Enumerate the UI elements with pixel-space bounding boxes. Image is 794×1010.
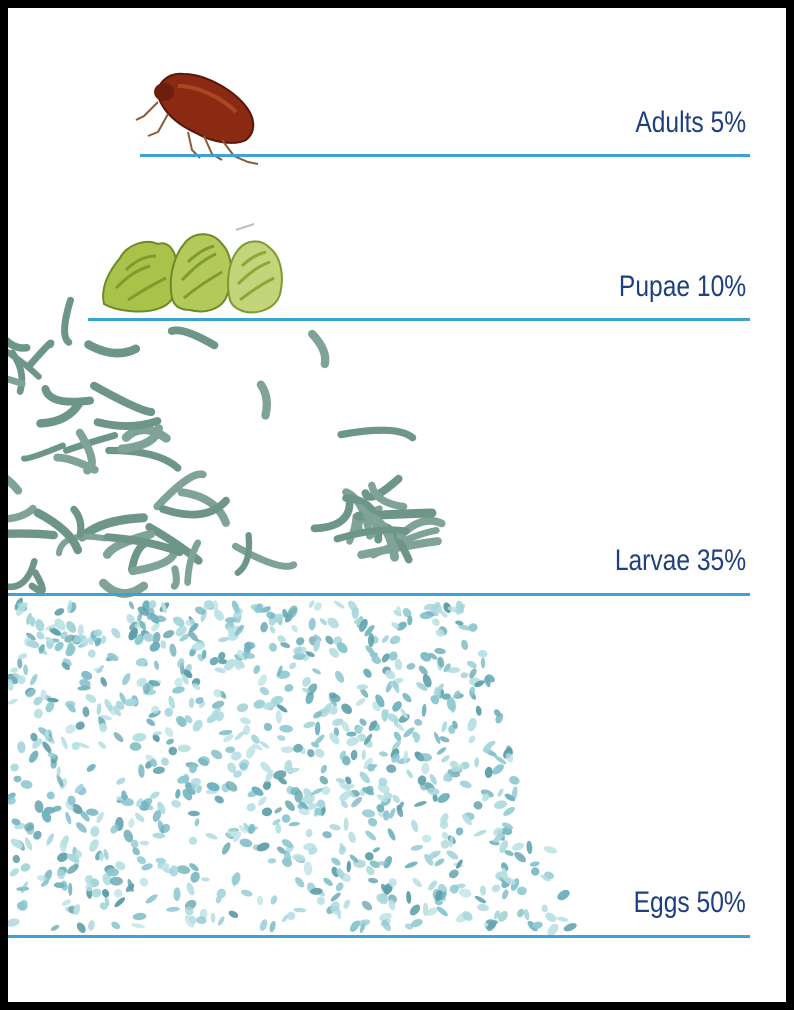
eggs-icon [8,597,577,937]
illustration-layer [8,72,577,937]
pupae-baseline [88,318,750,321]
adults-label: Adults 5% [635,106,746,139]
pupae-cocoon-icon [102,223,283,314]
larvae-baseline [8,593,750,596]
eggs-label: Eggs 50% [633,886,746,919]
flea-adult-icon [135,72,259,165]
eggs-baseline [8,935,750,938]
larvae-icon [8,296,446,598]
flea-life-stage-diagram: Adults 5% Pupae 10% Larvae 35% Eggs 50% [8,8,786,1002]
larvae-label: Larvae 35% [614,544,746,577]
pupae-label: Pupae 10% [618,270,746,303]
adults-baseline [140,154,750,157]
